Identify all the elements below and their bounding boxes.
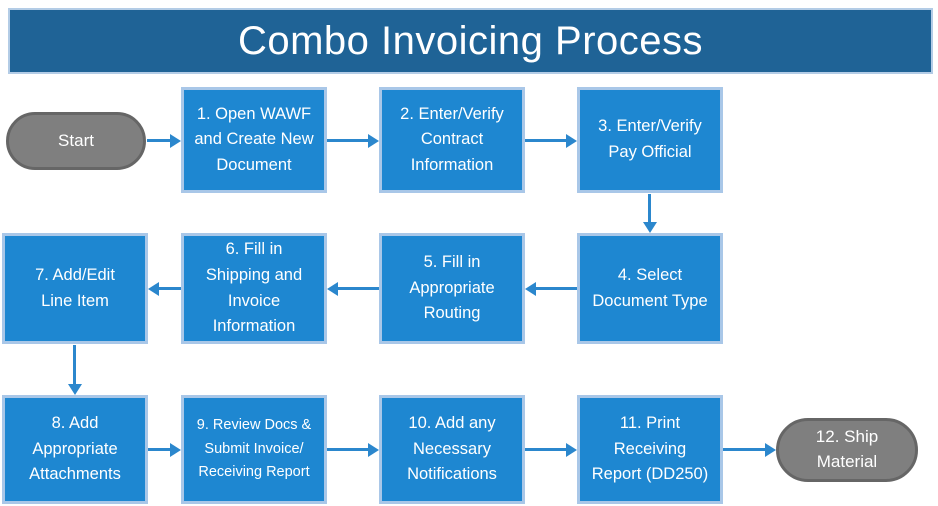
node-step8-label: 8. Add Appropriate Attachments bbox=[29, 414, 121, 484]
node-step9: 9. Review Docs & Submit Invoice/ Receivi… bbox=[181, 395, 327, 504]
node-step8: 8. Add Appropriate Attachments bbox=[2, 395, 148, 504]
arrow-step6-to-step7 bbox=[159, 287, 181, 290]
arrow-step2-to-step3 bbox=[525, 139, 566, 142]
arrow-step3-to-step4 bbox=[648, 194, 651, 222]
node-step3: 3. Enter/Verify Pay Official bbox=[577, 87, 723, 193]
node-step4-label: 4. Select Document Type bbox=[592, 265, 708, 310]
arrow-step9-to-step10 bbox=[327, 448, 368, 451]
node-step5-label: 5. Fill in Appropriate Routing bbox=[409, 253, 495, 323]
arrow-step11-to-end bbox=[723, 448, 765, 451]
node-start: Start bbox=[6, 112, 146, 170]
arrow-step4-to-step5 bbox=[536, 287, 577, 290]
node-step6-label: 6. Fill in Shipping and Invoice Informat… bbox=[205, 240, 303, 336]
node-step1: 1. Open WAWF and Create New Document bbox=[181, 87, 327, 193]
arrow-step5-to-step6 bbox=[338, 287, 379, 290]
node-step11-label: 11. Print Receiving Report (DD250) bbox=[591, 414, 709, 484]
node-step7: 7. Add/Edit Line Item bbox=[2, 233, 148, 344]
node-step2: 2. Enter/Verify Contract Information bbox=[379, 87, 525, 193]
node-step7-label: 7. Add/Edit Line Item bbox=[35, 265, 115, 310]
node-end: 12. Ship Material bbox=[776, 418, 918, 482]
node-step5: 5. Fill in Appropriate Routing bbox=[379, 233, 525, 344]
node-step11: 11. Print Receiving Report (DD250) bbox=[577, 395, 723, 504]
node-step10: 10. Add any Necessary Notifications bbox=[379, 395, 525, 504]
node-step3-label: 3. Enter/Verify Pay Official bbox=[598, 117, 702, 161]
arrow-step7-to-step8 bbox=[73, 345, 76, 384]
arrow-start-to-step1 bbox=[147, 139, 170, 142]
title-banner: Combo Invoicing Process bbox=[8, 8, 933, 74]
node-end-label: 12. Ship Material bbox=[815, 427, 879, 471]
node-start-label: Start bbox=[58, 130, 94, 150]
node-step4: 4. Select Document Type bbox=[577, 233, 723, 344]
node-step9-label: 9. Review Docs & Submit Invoice/ Receivi… bbox=[196, 417, 312, 481]
arrow-step1-to-step2 bbox=[327, 139, 368, 142]
page-title: Combo Invoicing Process bbox=[237, 18, 704, 63]
node-step10-label: 10. Add any Necessary Notifications bbox=[407, 414, 497, 484]
arrow-step10-to-step11 bbox=[525, 448, 566, 451]
node-step2-label: 2. Enter/Verify Contract Information bbox=[400, 104, 504, 174]
node-step6: 6. Fill in Shipping and Invoice Informat… bbox=[181, 233, 327, 344]
node-step1-label: 1. Open WAWF and Create New Document bbox=[194, 104, 314, 174]
arrow-step8-to-step9 bbox=[148, 448, 170, 451]
